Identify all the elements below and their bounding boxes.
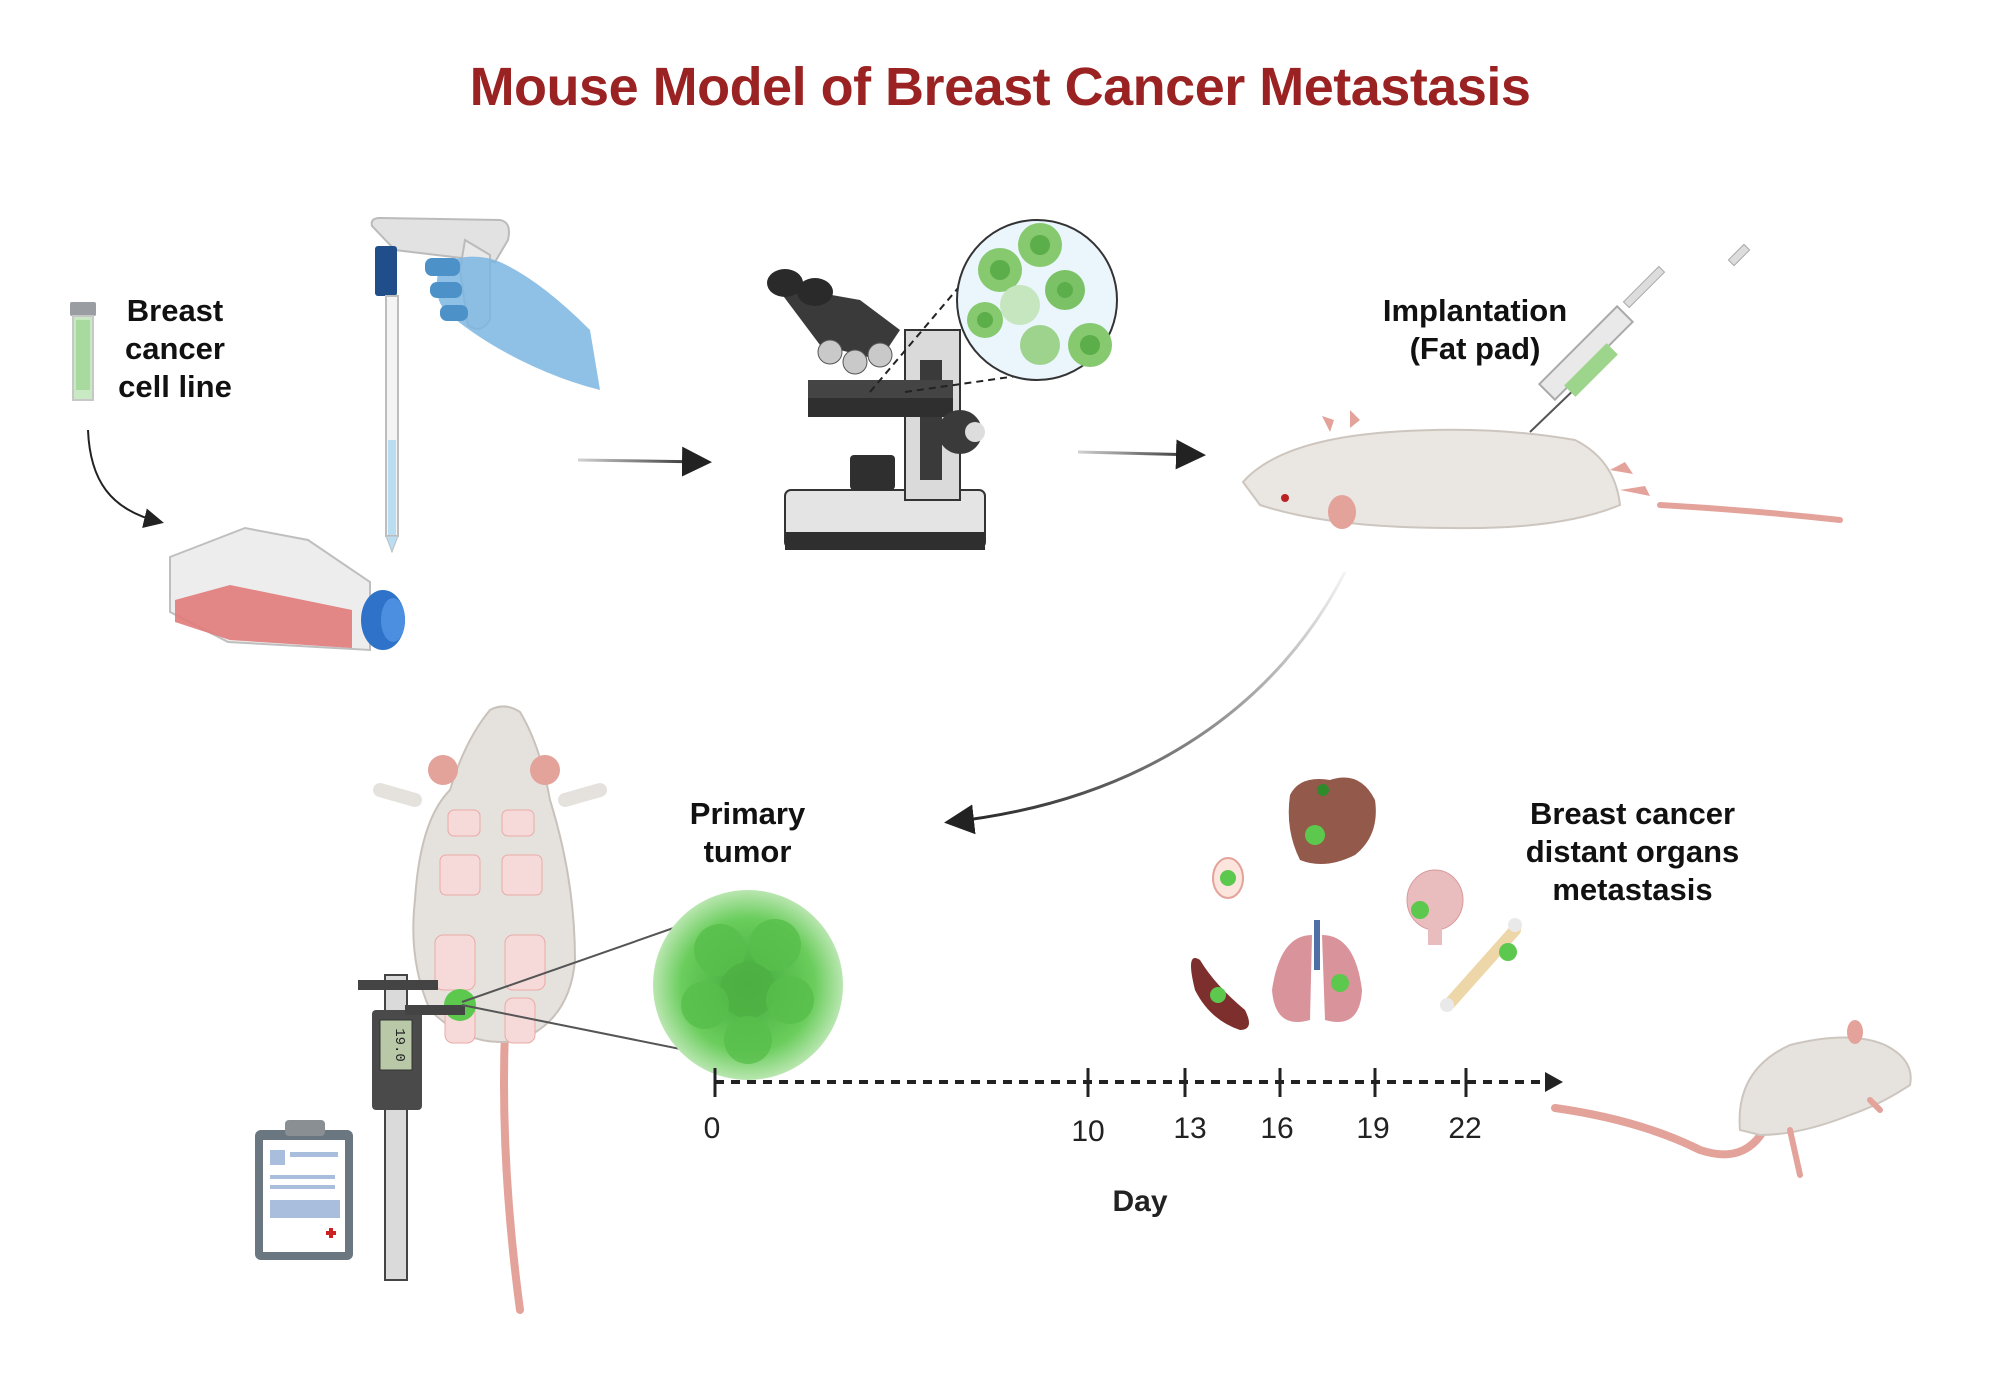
tick-label-10: 10 <box>1071 1115 1105 1148</box>
cryovial-icon <box>70 302 96 401</box>
lungs-icon <box>1272 920 1362 1022</box>
timeline-axis-title: Day <box>1112 1185 1168 1218</box>
gloved-hand-icon <box>425 256 600 390</box>
curved-arrow-icon <box>944 571 1347 835</box>
tick-label-19: 19 <box>1356 1112 1390 1145</box>
arrow-right-icon <box>577 446 712 477</box>
bone-icon <box>1440 918 1522 1012</box>
primary-tumor-label: Primary tumor <box>689 796 806 869</box>
tick-label-16: 16 <box>1260 1112 1294 1145</box>
lymph-node-icon <box>1212 857 1244 899</box>
syringe-icon <box>1529 243 1751 433</box>
arrow-right-icon <box>1077 439 1206 470</box>
metastasis-label: Breast cancer distant organs metastasis <box>1525 796 1740 907</box>
cell-line-label: Breast cancer cell line <box>118 293 232 404</box>
mouse-ventral-icon <box>373 705 607 1314</box>
liver-icon <box>1288 777 1376 864</box>
caliper-reading: 19.0 <box>391 1028 407 1062</box>
cell-magnification-icon <box>869 219 1118 393</box>
curved-arrow-icon <box>87 429 164 528</box>
mouse-lying-icon <box>1241 410 1843 530</box>
implantation-label: Implantation (Fat pad) <box>1382 293 1568 366</box>
microscope-icon <box>767 269 986 550</box>
tick-label-22: 22 <box>1448 1112 1482 1145</box>
brain-icon <box>1406 869 1464 945</box>
page-title: Mouse Model of Breast Cancer Metastasis <box>469 57 1531 117</box>
cell-culture-flask-icon <box>169 526 405 652</box>
tumor-cluster-icon <box>653 890 843 1080</box>
spleen-icon <box>1191 958 1249 1030</box>
timeline-axis <box>713 1068 1563 1097</box>
clipboard-icon <box>255 1120 353 1260</box>
tick-label-13: 13 <box>1173 1112 1207 1145</box>
tick-label-0: 0 <box>703 1112 721 1145</box>
mouse-hunched-icon <box>1551 1020 1912 1178</box>
digital-caliper-icon <box>358 974 465 1281</box>
